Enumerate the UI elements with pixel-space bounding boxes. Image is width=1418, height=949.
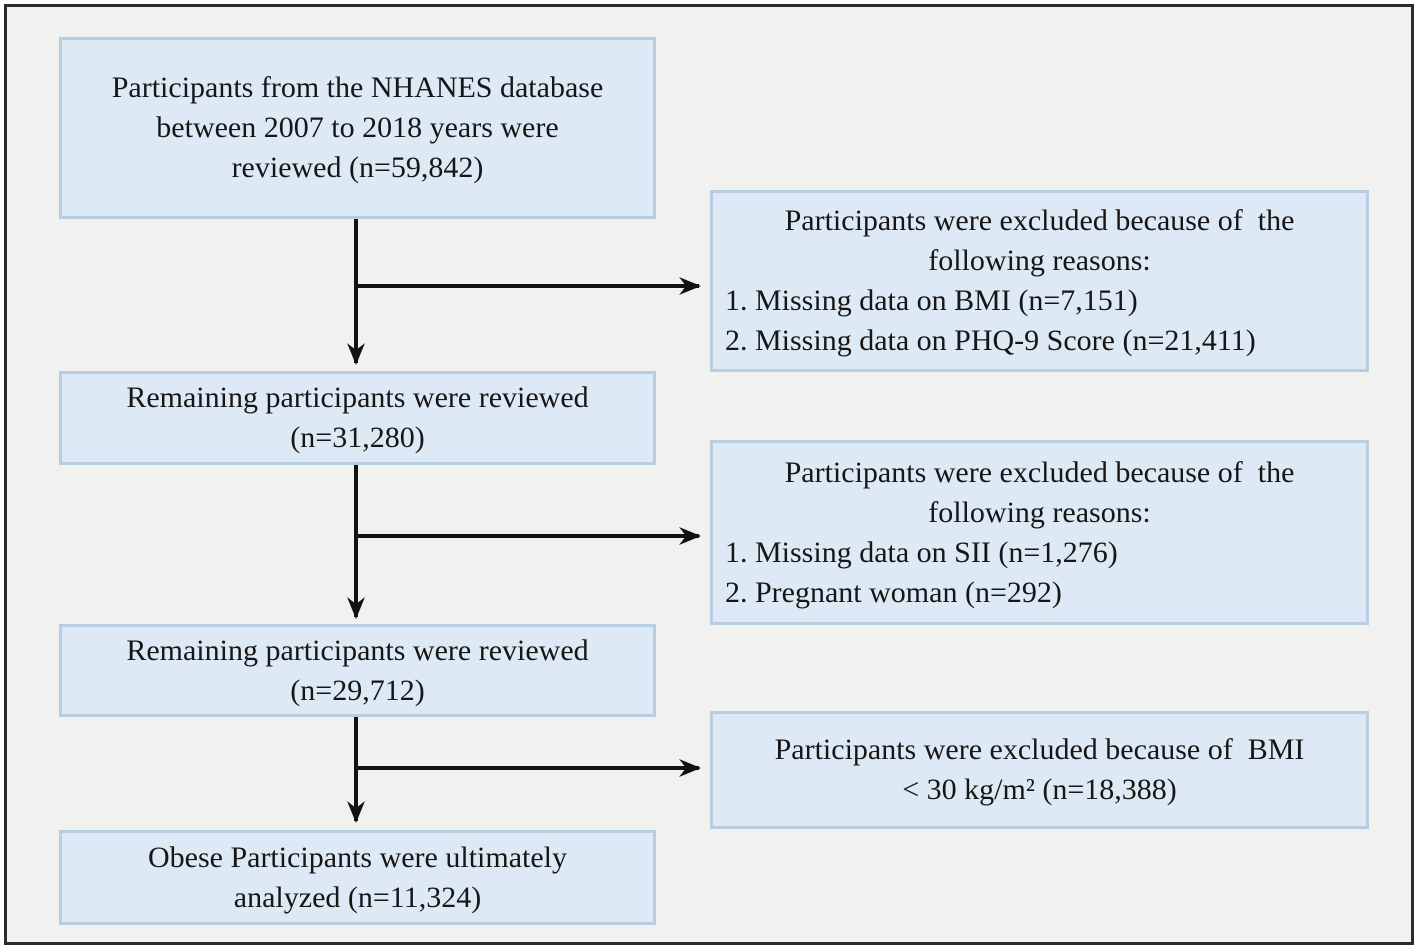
process-box-after-exclusion-1: Remaining participants were reviewed (n=… [59,371,656,465]
process-box-text: Participants from the NHANES database be… [111,71,604,184]
process-box-text: Remaining participants were reviewed (n=… [126,633,589,707]
exclusion-box-2: Participants were excluded because of th… [710,440,1369,625]
exclusion-heading: Participants were excluded because of th… [784,204,1295,277]
exclusion-item: 1. Missing data on SII (n=1,276) [725,535,1118,569]
process-box-initial-cohort: Participants from the NHANES database be… [59,37,656,219]
exclusion-box-3: Participants were excluded because of BM… [710,711,1369,829]
process-box-after-exclusion-2: Remaining participants were reviewed (n=… [59,624,656,717]
exclusion-item: 2. Pregnant woman (n=292) [725,575,1062,609]
figure-frame: Participants from the NHANES database be… [4,4,1414,945]
process-box-final-analyzed: Obese Participants were ultimately analy… [59,830,656,925]
process-box-text: Obese Participants were ultimately analy… [147,840,568,914]
process-box-text: Remaining participants were reviewed (n=… [126,381,589,454]
exclusion-item: 1. Missing data on BMI (n=7,151) [725,284,1138,317]
exclusion-heading: Participants were excluded because of BM… [774,733,1305,806]
exclusion-heading: Participants were excluded because of th… [784,455,1295,529]
exclusion-box-1: Participants were excluded because of th… [710,190,1369,372]
exclusion-item: 2. Missing data on PHQ-9 Score (n=21,411… [725,324,1256,357]
